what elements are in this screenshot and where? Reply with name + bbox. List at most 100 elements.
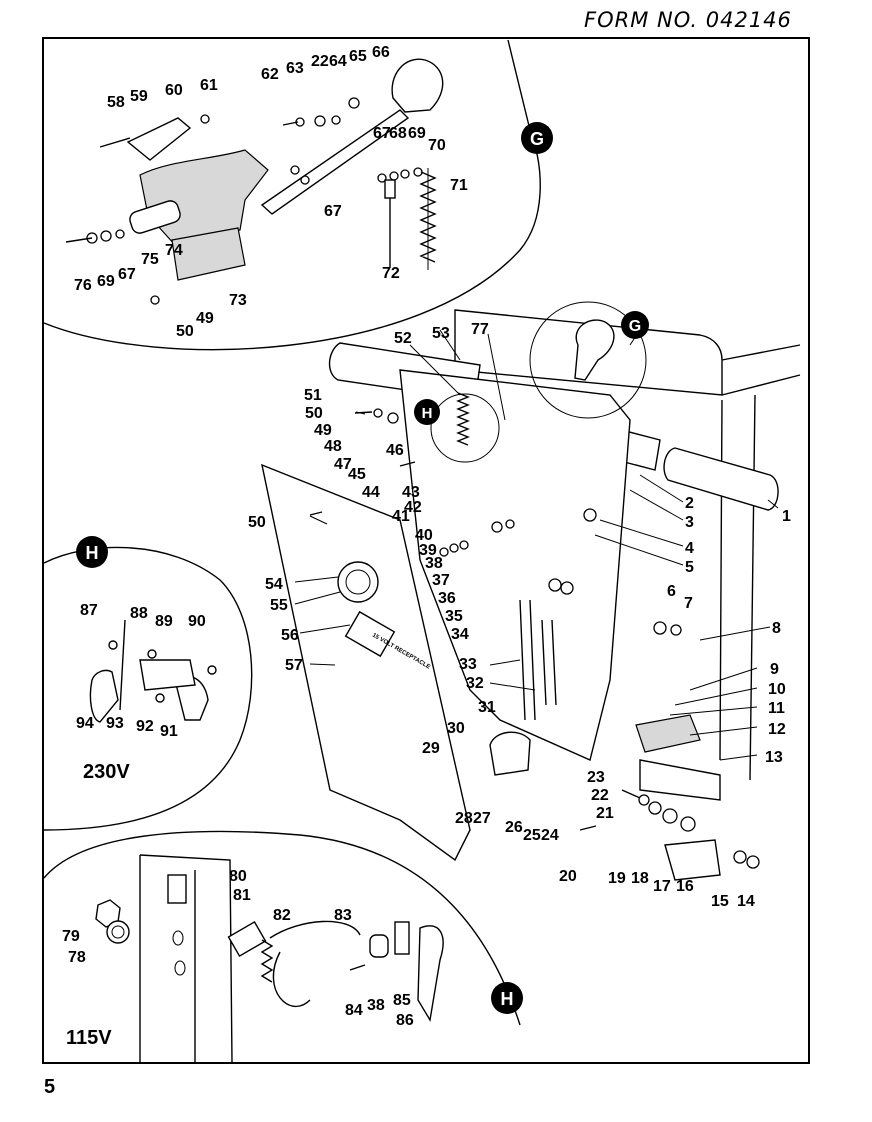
part-label: 59 xyxy=(130,88,148,105)
part-label: 37 xyxy=(432,572,450,589)
part-label: 81 xyxy=(233,887,251,904)
part-label: 30 xyxy=(447,720,465,737)
diagram-frame xyxy=(42,37,810,1064)
part-label: 4 xyxy=(685,540,694,557)
part-label: 64 xyxy=(329,53,347,70)
part-label: 32 xyxy=(466,675,484,692)
part-label: 89 xyxy=(155,613,173,630)
part-label: 67 xyxy=(118,266,136,283)
part-label: 49 xyxy=(314,422,332,439)
frame xyxy=(399,369,631,761)
part-label: 38 xyxy=(425,555,443,572)
callout-h-115: H xyxy=(491,982,523,1014)
svg-text:G: G xyxy=(629,318,641,335)
part-label: 22 xyxy=(591,787,609,804)
part-label: 52 xyxy=(394,330,412,347)
part-label: 45 xyxy=(348,466,366,483)
part-label: 41 xyxy=(392,508,410,525)
svg-text:H: H xyxy=(86,543,99,563)
part-label: 66 xyxy=(372,44,390,61)
part-label: 21 xyxy=(596,805,614,822)
part-label: 92 xyxy=(136,718,154,735)
part-label: 13 xyxy=(765,749,783,766)
leader-lines xyxy=(294,329,779,761)
part-label: 87 xyxy=(80,602,98,619)
part-label: 73 xyxy=(229,292,247,309)
callout-h-230: H xyxy=(76,536,108,568)
part-label: 28 xyxy=(455,810,473,827)
page-number: 5 xyxy=(44,1076,56,1098)
part-label: 60 xyxy=(165,82,183,99)
part-label: 31 xyxy=(478,699,496,716)
inset-230v xyxy=(43,546,253,831)
part-label: 83 xyxy=(334,907,352,924)
part-label: 2 xyxy=(685,495,694,512)
part-label: 7 xyxy=(684,595,693,612)
part-label: 50 xyxy=(305,405,323,422)
knob-66 xyxy=(391,58,444,113)
part-label: 70 xyxy=(428,137,446,154)
part-label: 36 xyxy=(438,590,456,607)
part-label: 5 xyxy=(685,559,694,576)
part-label: 34 xyxy=(451,626,469,643)
part-label: 11 xyxy=(768,700,785,717)
bracket-62 xyxy=(139,149,269,246)
part-label: 84 xyxy=(345,1002,363,1019)
part-label: 65 xyxy=(349,48,367,65)
part-label: 54 xyxy=(265,576,283,593)
part-label: 43 xyxy=(402,484,420,501)
part-label: 93 xyxy=(106,715,124,732)
part-label: 80 xyxy=(229,868,247,885)
part-label: 88 xyxy=(130,605,148,622)
part-label: 23 xyxy=(587,769,605,786)
part-label: 44 xyxy=(362,484,380,501)
part-label: 47 xyxy=(334,456,352,473)
part-label: 24 xyxy=(541,827,559,844)
part-label: 22 xyxy=(311,53,329,70)
part-label: 69 xyxy=(408,125,426,142)
part-label: 63 xyxy=(286,60,304,77)
lever-arm xyxy=(260,109,410,215)
part-label: 29 xyxy=(422,740,440,757)
part-label: 62 xyxy=(261,66,279,83)
svg-text:H: H xyxy=(422,405,433,422)
grip-1 xyxy=(663,447,779,511)
part-label: 82 xyxy=(273,907,291,924)
part-label: 61 xyxy=(200,77,218,94)
machine-body xyxy=(261,301,801,881)
callout-h-main: H xyxy=(414,399,440,425)
part-label: 75 xyxy=(141,251,159,268)
form-number: FORM NO. 042146 xyxy=(584,8,792,32)
part-label: 85 xyxy=(393,992,411,1009)
callout-g-top: G xyxy=(521,122,553,154)
voltage-115-label: 115V xyxy=(66,1027,112,1049)
part-label: 50 xyxy=(176,323,194,340)
part-label: 46 xyxy=(386,442,404,459)
part-label: 79 xyxy=(62,928,80,945)
part-label: 39 xyxy=(419,542,437,559)
part-label: 72 xyxy=(382,265,400,282)
part-label: 55 xyxy=(270,597,288,614)
part-label: 49 xyxy=(196,310,214,327)
part-label: 71 xyxy=(450,177,468,194)
part-label: 26 xyxy=(505,819,523,836)
part-label: 16 xyxy=(676,878,694,895)
part-label: 19 xyxy=(608,870,626,887)
svg-text:H: H xyxy=(501,989,514,1009)
part-label: 76 xyxy=(74,277,92,294)
voltage-230-label: 230V xyxy=(83,761,130,783)
part-label: 25 xyxy=(523,827,541,844)
part-label: 77 xyxy=(471,321,489,338)
part-label: 20 xyxy=(559,868,577,885)
part-label: 42 xyxy=(404,499,422,516)
part-label: 40 xyxy=(415,527,433,544)
part-label: 50 xyxy=(248,514,266,531)
part-label: 74 xyxy=(165,242,183,259)
part-label: 3 xyxy=(685,514,694,531)
part-label: 94 xyxy=(76,715,94,732)
part-label: 67 xyxy=(373,125,391,142)
part-label: 57 xyxy=(285,657,303,674)
part-label: 69 xyxy=(97,273,115,290)
part-label: 1 xyxy=(782,508,791,525)
